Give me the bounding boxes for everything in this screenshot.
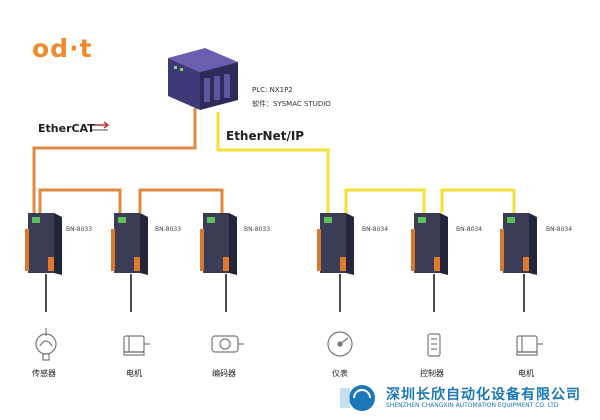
io-module <box>200 213 237 275</box>
ethercat-arrow-icon <box>92 121 110 131</box>
plc-unit <box>168 48 238 110</box>
encoder-icon <box>211 335 244 353</box>
company-name-cn: 深圳长欣自动化设备有限公司 <box>386 387 581 403</box>
ethernetip-label: EtherNet/IP <box>226 129 305 143</box>
field-cables <box>45 274 525 312</box>
module-model-label: BN-8033 <box>244 226 271 233</box>
io-module <box>25 213 62 275</box>
motor-icon <box>123 335 150 356</box>
brand-logo: od·t <box>32 34 93 63</box>
device-label: 编码器 <box>212 369 236 378</box>
module-model-label: BN-8033 <box>155 226 182 233</box>
io-module <box>411 213 448 275</box>
ethercat-label: EtherCAT <box>38 122 95 135</box>
module-model-label: BN-8034 <box>362 226 389 233</box>
plc-software-label: 软件：SYSMAC STUDIO <box>252 100 331 108</box>
motor-icon <box>516 335 543 356</box>
device-label: 电机 <box>126 369 142 378</box>
device-label: 仪表 <box>332 369 348 378</box>
ethercat-cable <box>32 108 224 215</box>
company-name-en: SHENZHEN CHANGXIN AUTOMATION EQUIPMENT C… <box>386 402 559 409</box>
controller-icon <box>427 333 441 357</box>
device-label: 控制器 <box>420 369 444 378</box>
company-logo-icon <box>340 385 375 411</box>
sensor-icon <box>35 328 57 361</box>
plc-model-label: PLC: NX1P2 <box>252 86 293 94</box>
io-module <box>111 213 148 275</box>
io-modules <box>25 213 537 275</box>
gauge-icon <box>327 331 353 357</box>
device-label: 电机 <box>518 369 534 378</box>
module-model-label: BN-8034 <box>456 226 483 233</box>
ethernetip-cable <box>216 112 516 213</box>
module-model-label: BN-8033 <box>66 226 93 233</box>
io-module <box>317 213 354 275</box>
io-module <box>500 213 537 275</box>
device-label: 传感器 <box>32 369 56 378</box>
module-model-label: BN-8034 <box>546 226 573 233</box>
